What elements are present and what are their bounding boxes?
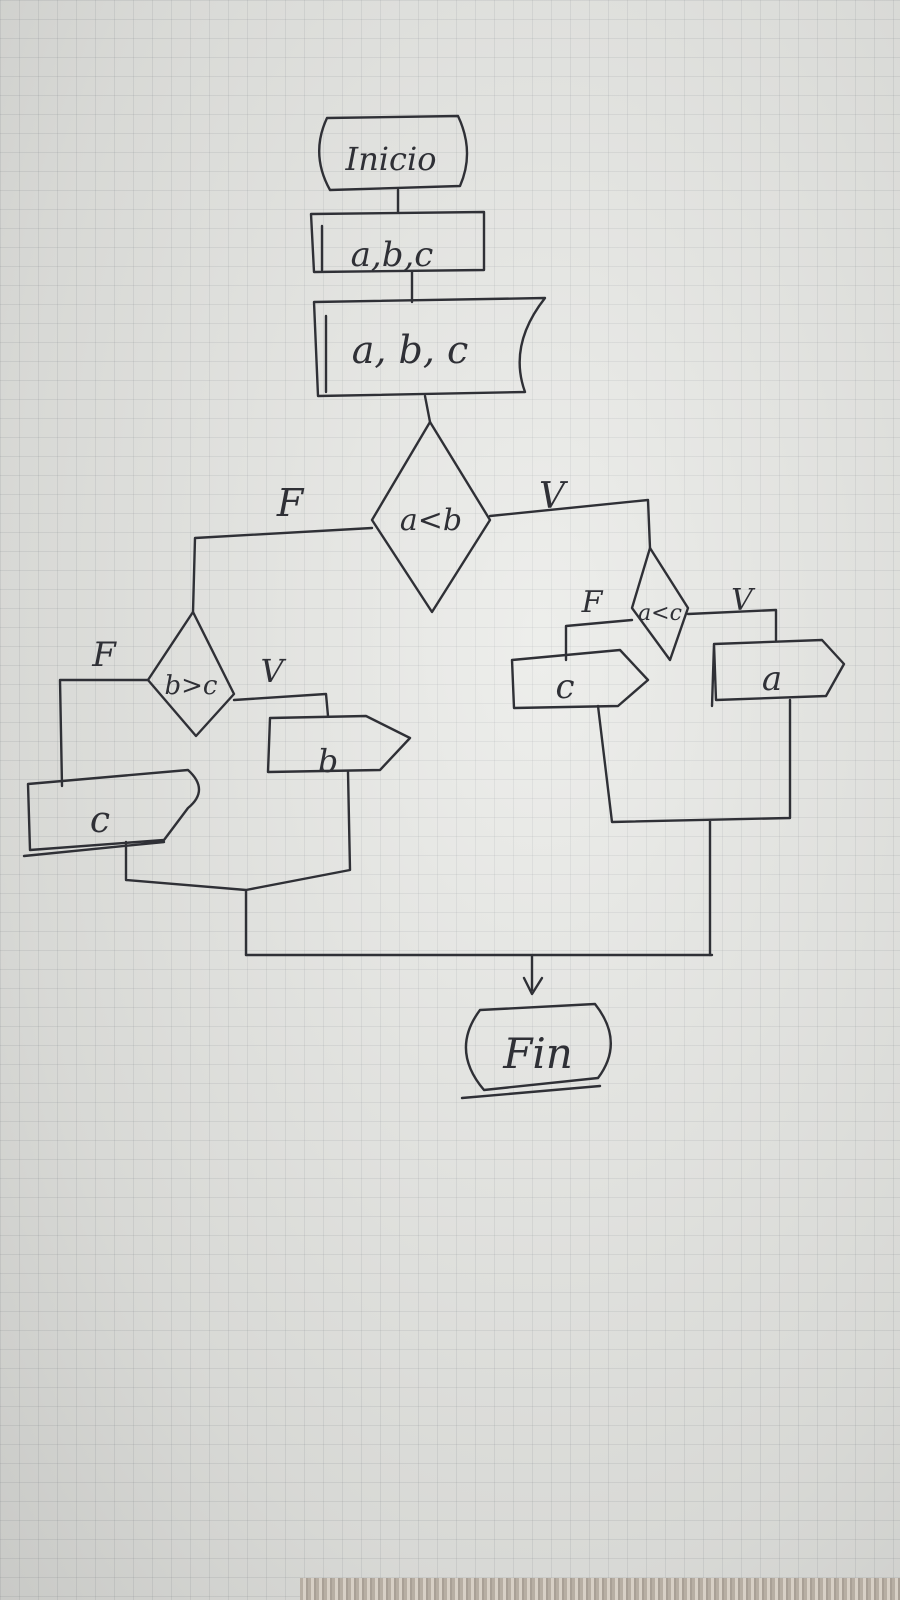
output-right-false-label: c xyxy=(555,667,574,707)
start-label: Inicio xyxy=(345,140,437,178)
left-true-line xyxy=(232,692,330,718)
right-false-line xyxy=(564,618,634,662)
fabric-edge xyxy=(300,1578,900,1600)
decision-left xyxy=(146,610,236,738)
branch-main-true-line xyxy=(488,498,652,550)
output-right-false xyxy=(510,648,650,710)
end-terminator xyxy=(460,1002,612,1100)
end-label: Fin xyxy=(502,1029,573,1078)
decision-main xyxy=(370,420,492,614)
output-right-true-label: a xyxy=(762,659,782,699)
left-merge-line xyxy=(124,770,352,957)
connector-input-decision xyxy=(423,394,432,424)
left-false-line xyxy=(58,678,150,788)
decision-right xyxy=(630,546,690,662)
process-box xyxy=(309,210,486,274)
branch-main-false-label: F xyxy=(276,481,305,525)
decision-main-label: a<b xyxy=(400,503,462,538)
right-true-line xyxy=(686,608,778,642)
right-true-label: V xyxy=(731,583,756,618)
input-label: a, b, c xyxy=(352,328,469,372)
branch-main-true-label: V xyxy=(539,476,569,517)
right-false-label: F xyxy=(581,585,604,620)
decision-left-label: b>c xyxy=(165,671,218,701)
decision-right-label: a<c xyxy=(638,601,682,626)
output-left-false xyxy=(22,768,201,858)
output-left-true-label: b xyxy=(318,742,338,780)
arrow-to-end xyxy=(522,976,544,996)
left-true-label: V xyxy=(260,652,286,690)
output-left-false-label: c xyxy=(90,800,110,841)
start-terminator xyxy=(317,114,469,192)
output-left-true xyxy=(266,714,412,774)
left-false-label: F xyxy=(91,635,117,675)
process-label: a,b,c xyxy=(351,235,434,275)
output-right-true xyxy=(710,638,846,708)
input-box xyxy=(312,296,547,398)
right-merge-line xyxy=(596,698,792,957)
branch-main-false-line xyxy=(191,526,374,614)
bottom-merge-line xyxy=(244,953,714,992)
